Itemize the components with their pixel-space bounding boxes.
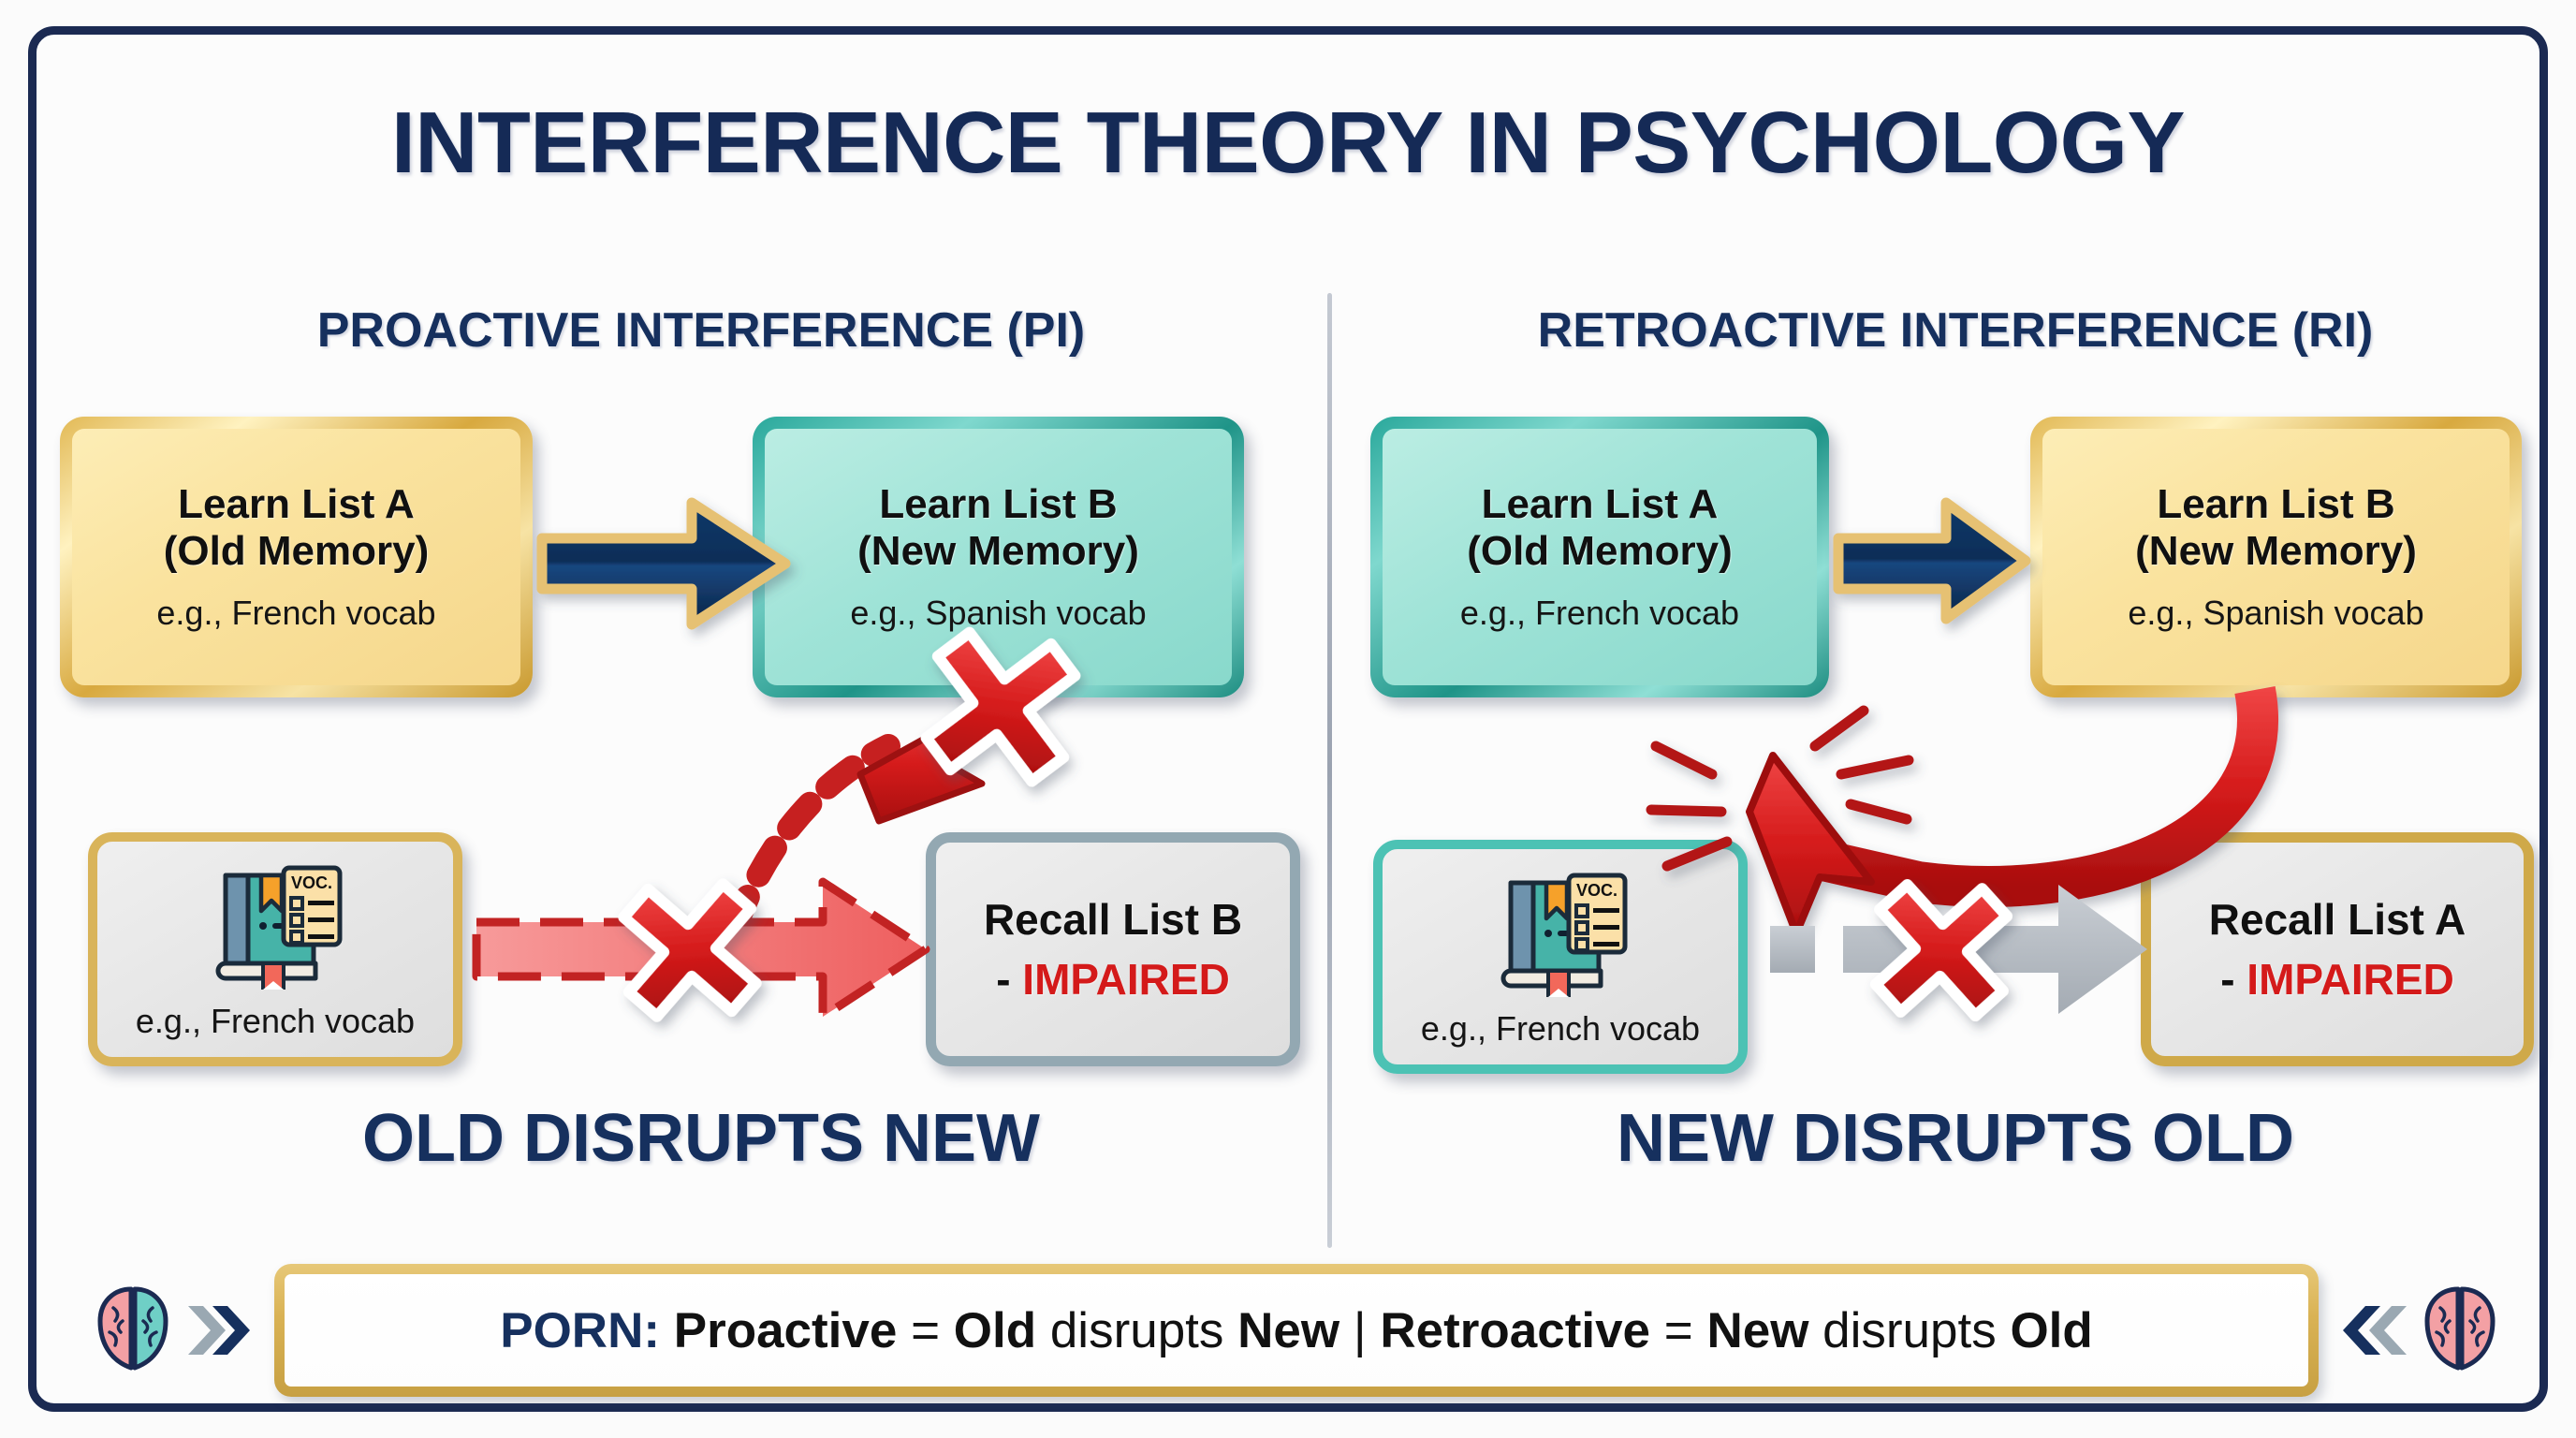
infographic-frame: INTERFERENCE THEORY IN PSYCHOLOGY PROACT…	[28, 26, 2548, 1412]
left-learn-b-title-2: (New Memory)	[857, 528, 1139, 574]
right-recall-status: IMPAIRED	[2247, 955, 2454, 1004]
red-x-icon	[1869, 878, 2013, 1022]
left-recall-dash: -	[996, 955, 1023, 1004]
left-recall-status: IMPAIRED	[1022, 955, 1230, 1004]
mnemonic-s2-b2: New	[1706, 1302, 1809, 1358]
mnemonic-s1-b3: New	[1237, 1302, 1340, 1358]
mnemonic-key: PORN:	[500, 1302, 660, 1358]
left-learn-a-subtitle: e.g., French vocab	[156, 594, 436, 633]
right-learn-list-a-box: Learn List A (Old Memory) e.g., French v…	[1370, 417, 1829, 697]
mnemonic-s2-b1: Retroactive	[1380, 1302, 1651, 1358]
left-flow-arrow-icon	[536, 497, 791, 630]
mnemonic-s1-eq: =	[897, 1302, 954, 1358]
right-learn-b-title-2: (New Memory)	[2135, 528, 2417, 574]
right-cue-box: VOC. e.g., French vocab	[1373, 840, 1748, 1074]
mnemonic-text: PORN: Proactive = Old disrupts New | Ret…	[500, 1302, 2093, 1359]
left-recall-title: Recall List B	[983, 894, 1243, 944]
right-learn-list-b-box: Learn List B (New Memory) e.g., Spanish …	[2030, 417, 2522, 697]
footer-left-brain-group	[93, 1284, 254, 1378]
right-recall-title: Recall List A	[2208, 894, 2466, 944]
right-learn-a-title-1: Learn List A	[1481, 480, 1719, 527]
left-cue-subtitle: e.g., French vocab	[135, 1001, 416, 1040]
footer-mnemonic-row: PORN: Proactive = Old disrupts New | Ret…	[93, 1252, 2500, 1409]
brain-icon	[2420, 1284, 2500, 1378]
left-learn-list-b-box: Learn List B (New Memory) e.g., Spanish …	[753, 417, 1244, 697]
mnemonic-s1-light: disrupts	[1036, 1302, 1238, 1358]
double-chevron-icon	[2339, 1297, 2410, 1364]
right-blocked-recall-arrow-icon	[1770, 885, 2147, 1014]
panel-header-proactive: PROACTIVE INTERFERENCE (PI)	[316, 303, 1086, 358]
left-learn-b-title-1: Learn List B	[879, 480, 1118, 527]
page-title: INTERFERENCE THEORY IN PSYCHOLOGY	[390, 94, 2186, 191]
vocab-book-icon: VOC.	[1490, 866, 1631, 1002]
panel-divider	[1327, 293, 1332, 1248]
mnemonic-s2-b3: Old	[2010, 1302, 2093, 1358]
vocab-book-icon: VOC.	[205, 858, 345, 994]
left-learn-list-a-box: Learn List A (Old Memory) e.g., French v…	[60, 417, 533, 697]
svg-text:VOC.: VOC.	[291, 873, 332, 892]
left-recall-box: Recall List B - IMPAIRED	[926, 832, 1300, 1066]
left-cue-box: VOC. e.g., French vocab	[88, 832, 462, 1066]
left-learn-b-subtitle: e.g., Spanish vocab	[850, 594, 1147, 633]
right-learn-a-subtitle: e.g., French vocab	[1459, 594, 1740, 633]
brain-icon	[93, 1284, 173, 1378]
right-learn-b-title-1: Learn List B	[2157, 480, 2395, 527]
panel-header-retroactive: RETROACTIVE INTERFERENCE (RI)	[1537, 303, 2374, 358]
right-learn-b-subtitle: e.g., Spanish vocab	[2128, 594, 2424, 633]
left-blocked-recall-arrow-icon	[472, 877, 930, 1021]
conclusion-left: OLD DISRUPTS NEW	[361, 1101, 1040, 1176]
red-x-icon	[618, 878, 762, 1022]
right-recall-dash: -	[2220, 955, 2247, 1004]
double-chevron-icon	[183, 1297, 254, 1364]
mnemonic-s2-light: disrupts	[1808, 1302, 2011, 1358]
right-learn-a-title-2: (Old Memory)	[1467, 528, 1733, 574]
flow-graphics-overlay	[472, 497, 2278, 1022]
footer-right-brain-group	[2339, 1284, 2500, 1378]
mnemonic-s1-b2: Old	[953, 1302, 1037, 1358]
mnemonic-s1-b1: Proactive	[673, 1302, 898, 1358]
svg-text:VOC.: VOC.	[1576, 881, 1617, 900]
right-cue-subtitle: e.g., French vocab	[1420, 1008, 1701, 1048]
conclusion-right: NEW DISRUPTS OLD	[1616, 1101, 2294, 1176]
mnemonic-s2-eq: =	[1650, 1302, 1707, 1358]
left-learn-a-title-2: (Old Memory)	[163, 528, 430, 574]
left-learn-a-title-1: Learn List A	[178, 480, 415, 527]
right-flow-arrow-icon	[1833, 497, 2031, 624]
mnemonic-bar: PORN: Proactive = Old disrupts New | Ret…	[274, 1264, 2319, 1397]
mnemonic-separator: |	[1339, 1302, 1381, 1358]
right-recall-box: Recall List A - IMPAIRED	[2141, 832, 2534, 1066]
